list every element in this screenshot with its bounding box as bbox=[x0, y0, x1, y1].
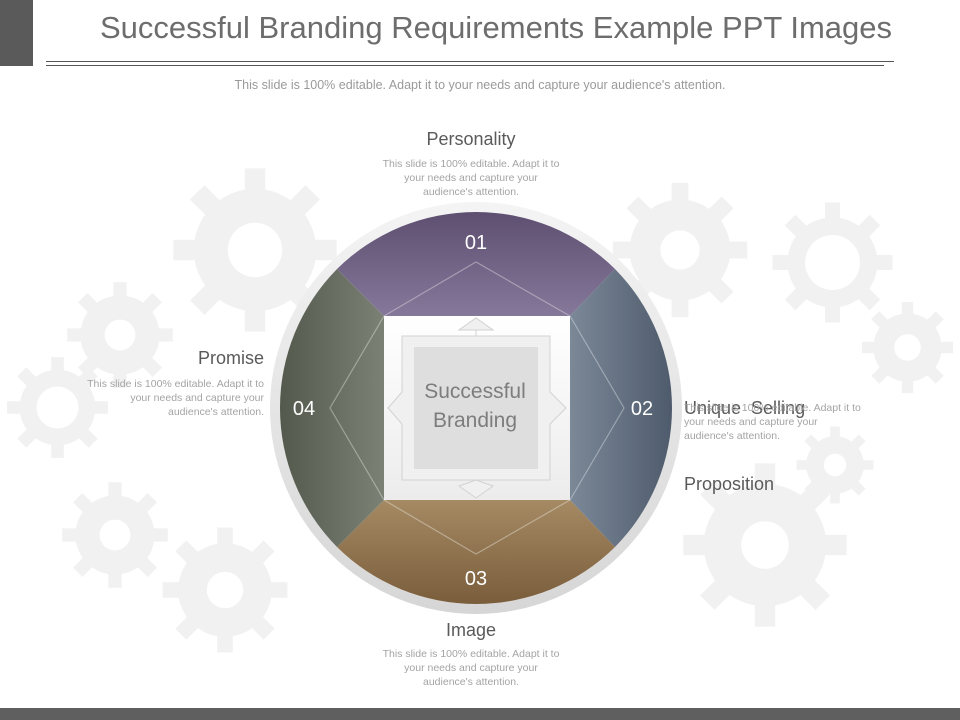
gear-icon bbox=[612, 182, 748, 318]
segment-03-desc: This slide is 100% editable. Adapt it to… bbox=[356, 648, 586, 690]
slide-title: Successful Branding Requirements Example… bbox=[99, 10, 893, 45]
corner-block bbox=[0, 0, 33, 66]
footer-bar bbox=[0, 708, 960, 720]
desc-line: audience's attention. bbox=[423, 675, 519, 688]
desc-line: audience's attention. bbox=[423, 185, 519, 198]
title-rule-top bbox=[46, 61, 894, 62]
desc-line: your needs and capture your bbox=[684, 415, 818, 428]
segment-01-desc: This slide is 100% editable. Adapt it to… bbox=[356, 158, 586, 200]
title-rule-bottom bbox=[46, 65, 884, 66]
gear-icon bbox=[7, 357, 108, 458]
center-title-line2: Branding bbox=[432, 408, 518, 432]
slide-subtitle: This slide is 100% editable. Adapt it to… bbox=[234, 78, 726, 92]
segment-04-label: Promise bbox=[197, 348, 264, 368]
desc-line: This slide is 100% editable. Adapt it to bbox=[382, 158, 560, 170]
desc-line: your needs and capture your bbox=[404, 661, 538, 674]
segment-03[interactable] bbox=[337, 500, 615, 604]
inner-diamond bbox=[329, 261, 625, 555]
segment-02-label: Unique Selling Proposition bbox=[684, 346, 884, 548]
desc-line: This slide is 100% editable. Adapt it to bbox=[684, 402, 861, 414]
segment-02-number: 02 bbox=[631, 398, 653, 420]
desc-line: This slide is 100% editable. Adapt it to bbox=[87, 378, 264, 390]
center-square bbox=[414, 347, 538, 469]
gear-icon bbox=[683, 463, 847, 627]
desc-line: your needs and capture your bbox=[130, 391, 264, 404]
gear-icon bbox=[796, 426, 874, 504]
desc-line: audience's attention. bbox=[168, 405, 264, 418]
gear-icon bbox=[861, 301, 954, 394]
center-title: Successful Branding bbox=[410, 378, 540, 436]
desc-line: audience's attention. bbox=[684, 429, 780, 442]
segment-01-number: 01 bbox=[465, 232, 487, 254]
segment-02-desc: This slide is 100% editable. Adapt it to… bbox=[684, 402, 914, 444]
gear-icon bbox=[162, 527, 288, 653]
gear-icon bbox=[67, 282, 173, 388]
label-line: Unique Selling bbox=[684, 398, 806, 419]
segment-04-number: 04 bbox=[293, 398, 315, 420]
segment-01[interactable] bbox=[337, 212, 615, 316]
center-title-line1: Successful bbox=[424, 380, 526, 403]
gear-icon bbox=[62, 482, 168, 588]
label-line: Proposition bbox=[684, 473, 775, 494]
segment-04[interactable] bbox=[280, 269, 384, 547]
desc-line: This slide is 100% editable. Adapt it to bbox=[382, 648, 560, 660]
desc-line: your needs and capture your bbox=[404, 171, 538, 184]
gear-icon bbox=[173, 168, 337, 332]
segment-04-desc: This slide is 100% editable. Adapt it to… bbox=[34, 378, 264, 420]
segment-01-label: Personality bbox=[426, 129, 516, 149]
gear-icon bbox=[772, 202, 893, 323]
segment-02[interactable] bbox=[570, 269, 672, 547]
segment-03-label: Image bbox=[445, 620, 497, 640]
segment-03-number: 03 bbox=[465, 568, 487, 590]
